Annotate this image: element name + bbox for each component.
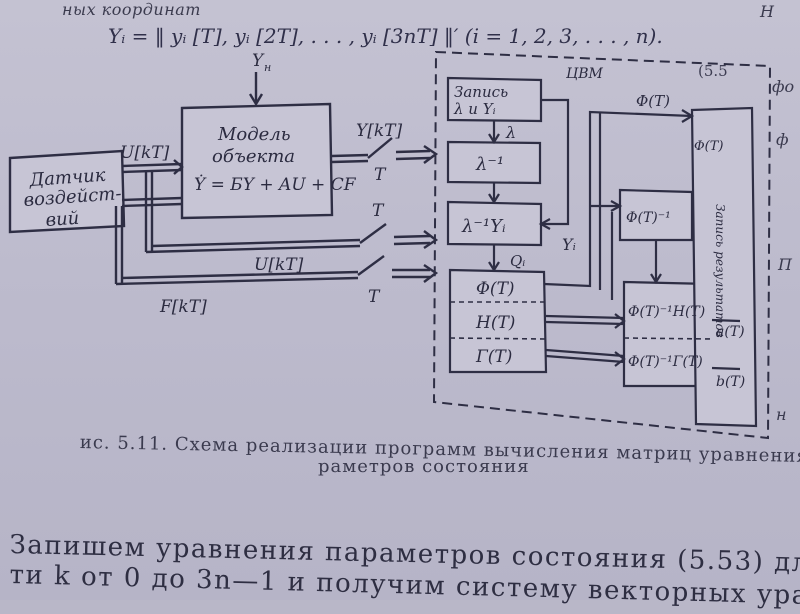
edge-text-1: H [760, 2, 774, 21]
yn-sub: н [264, 61, 271, 74]
model-line-2: объекта [212, 146, 295, 167]
out-a-label: a(T) [716, 324, 745, 340]
model-line-3: Ẏ = БY + AU + CF [194, 174, 357, 195]
page-top-text: ных координат [62, 0, 201, 19]
lambda-inv-y-block [446, 200, 543, 247]
h-text: H(T) [475, 313, 515, 333]
switch-t1: T [374, 165, 387, 185]
yi-label: Yᵢ [562, 235, 576, 254]
storage-text: Запись результатов [713, 204, 727, 338]
edge-text-3: ф [776, 130, 789, 149]
fkt-label: F[kT] [159, 297, 207, 317]
record-line-1: Запись [454, 83, 508, 101]
model-line-1: Модель [217, 124, 291, 145]
phi-inv-block [618, 188, 694, 242]
ykt-label: Y[kT] [356, 121, 402, 141]
phi-top-label: Φ(T) [636, 92, 670, 110]
gamma-text: Γ(T) [475, 347, 512, 367]
switch-t3: T [368, 287, 381, 307]
phi-inv-g-text: Φ(T)⁻¹Γ(T) [628, 354, 703, 370]
figure-caption-line-2: раметров состояния [318, 456, 530, 477]
lambda-inv-text: λ⁻¹ [475, 154, 504, 175]
qi-label: Qᵢ [510, 252, 525, 270]
lambda-inv-y-text: λ⁻¹Yᵢ [461, 216, 506, 237]
lambda-inv-block [446, 140, 542, 185]
model-block [180, 102, 334, 220]
phi-text: Φ(T) [476, 279, 515, 299]
phi-out-label: Φ(T) [694, 139, 723, 154]
edge-text-4: П [778, 255, 792, 274]
phi-inv-text: Φ(T)⁻¹ [626, 210, 671, 226]
out-b-label: b(T) [716, 374, 745, 390]
cvm-label: ЦВМ [566, 66, 603, 82]
edge-text-5: н [776, 405, 787, 424]
formula-5-53: Yᵢ = ‖ yᵢ [T], yᵢ [2T], . . . , yᵢ [3nT]… [108, 24, 663, 48]
phi-inv-h-text: Φ(T)⁻¹H(T) [628, 304, 705, 320]
lambda-label: λ [505, 123, 516, 142]
sensor-line-3: вий [45, 208, 80, 231]
ukt-mid-label: U[kT] [254, 255, 304, 275]
block-diagram: Датчик воздейст- вий Модель объекта Ẏ = … [8, 50, 772, 440]
sensor-block [8, 149, 126, 234]
yn-label: Y [252, 51, 265, 71]
formula-number: (5.5 [698, 62, 728, 80]
switch-t2: T [372, 201, 385, 221]
record-line-2: λ и Yᵢ [453, 100, 496, 118]
ukt-top-label: U[kT] [120, 143, 170, 163]
storage-block [690, 106, 758, 428]
edge-text-2: фо [772, 77, 795, 96]
record-block [446, 76, 543, 123]
cvm-boundary [432, 50, 772, 440]
